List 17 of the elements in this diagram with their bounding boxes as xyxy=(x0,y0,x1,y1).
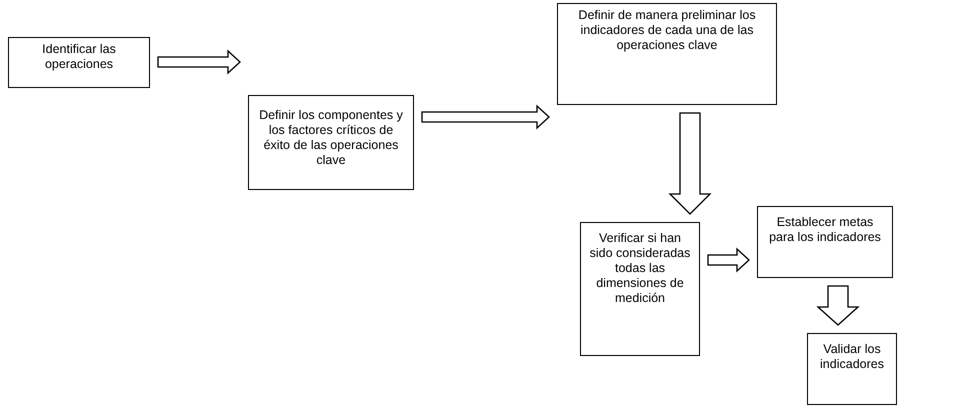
process-box xyxy=(807,333,897,405)
process-box xyxy=(8,37,150,88)
step-text: Definir los componentes y los factores críticos de éxito de las operaciones clave xyxy=(258,108,404,168)
step-text: Identificar las operaciones xyxy=(41,42,117,72)
block-arrow xyxy=(157,50,241,74)
process-box xyxy=(557,3,777,105)
process-box xyxy=(580,222,700,356)
step-text: Verificar si han sido consideradas todas las dimensiones de medición xyxy=(589,231,691,306)
block-arrow xyxy=(421,104,550,130)
process-box xyxy=(757,206,893,278)
step-text: Validar los indicadores xyxy=(819,342,885,372)
process-box xyxy=(248,95,414,190)
block-arrow xyxy=(668,112,712,215)
step-text: Establecer metas para los indicadores xyxy=(768,215,882,245)
block-arrow xyxy=(707,248,750,272)
block-arrow xyxy=(816,285,860,326)
step-text: Definir de manera preliminar los indicadores de cada una de las operaciones clave xyxy=(577,8,757,53)
